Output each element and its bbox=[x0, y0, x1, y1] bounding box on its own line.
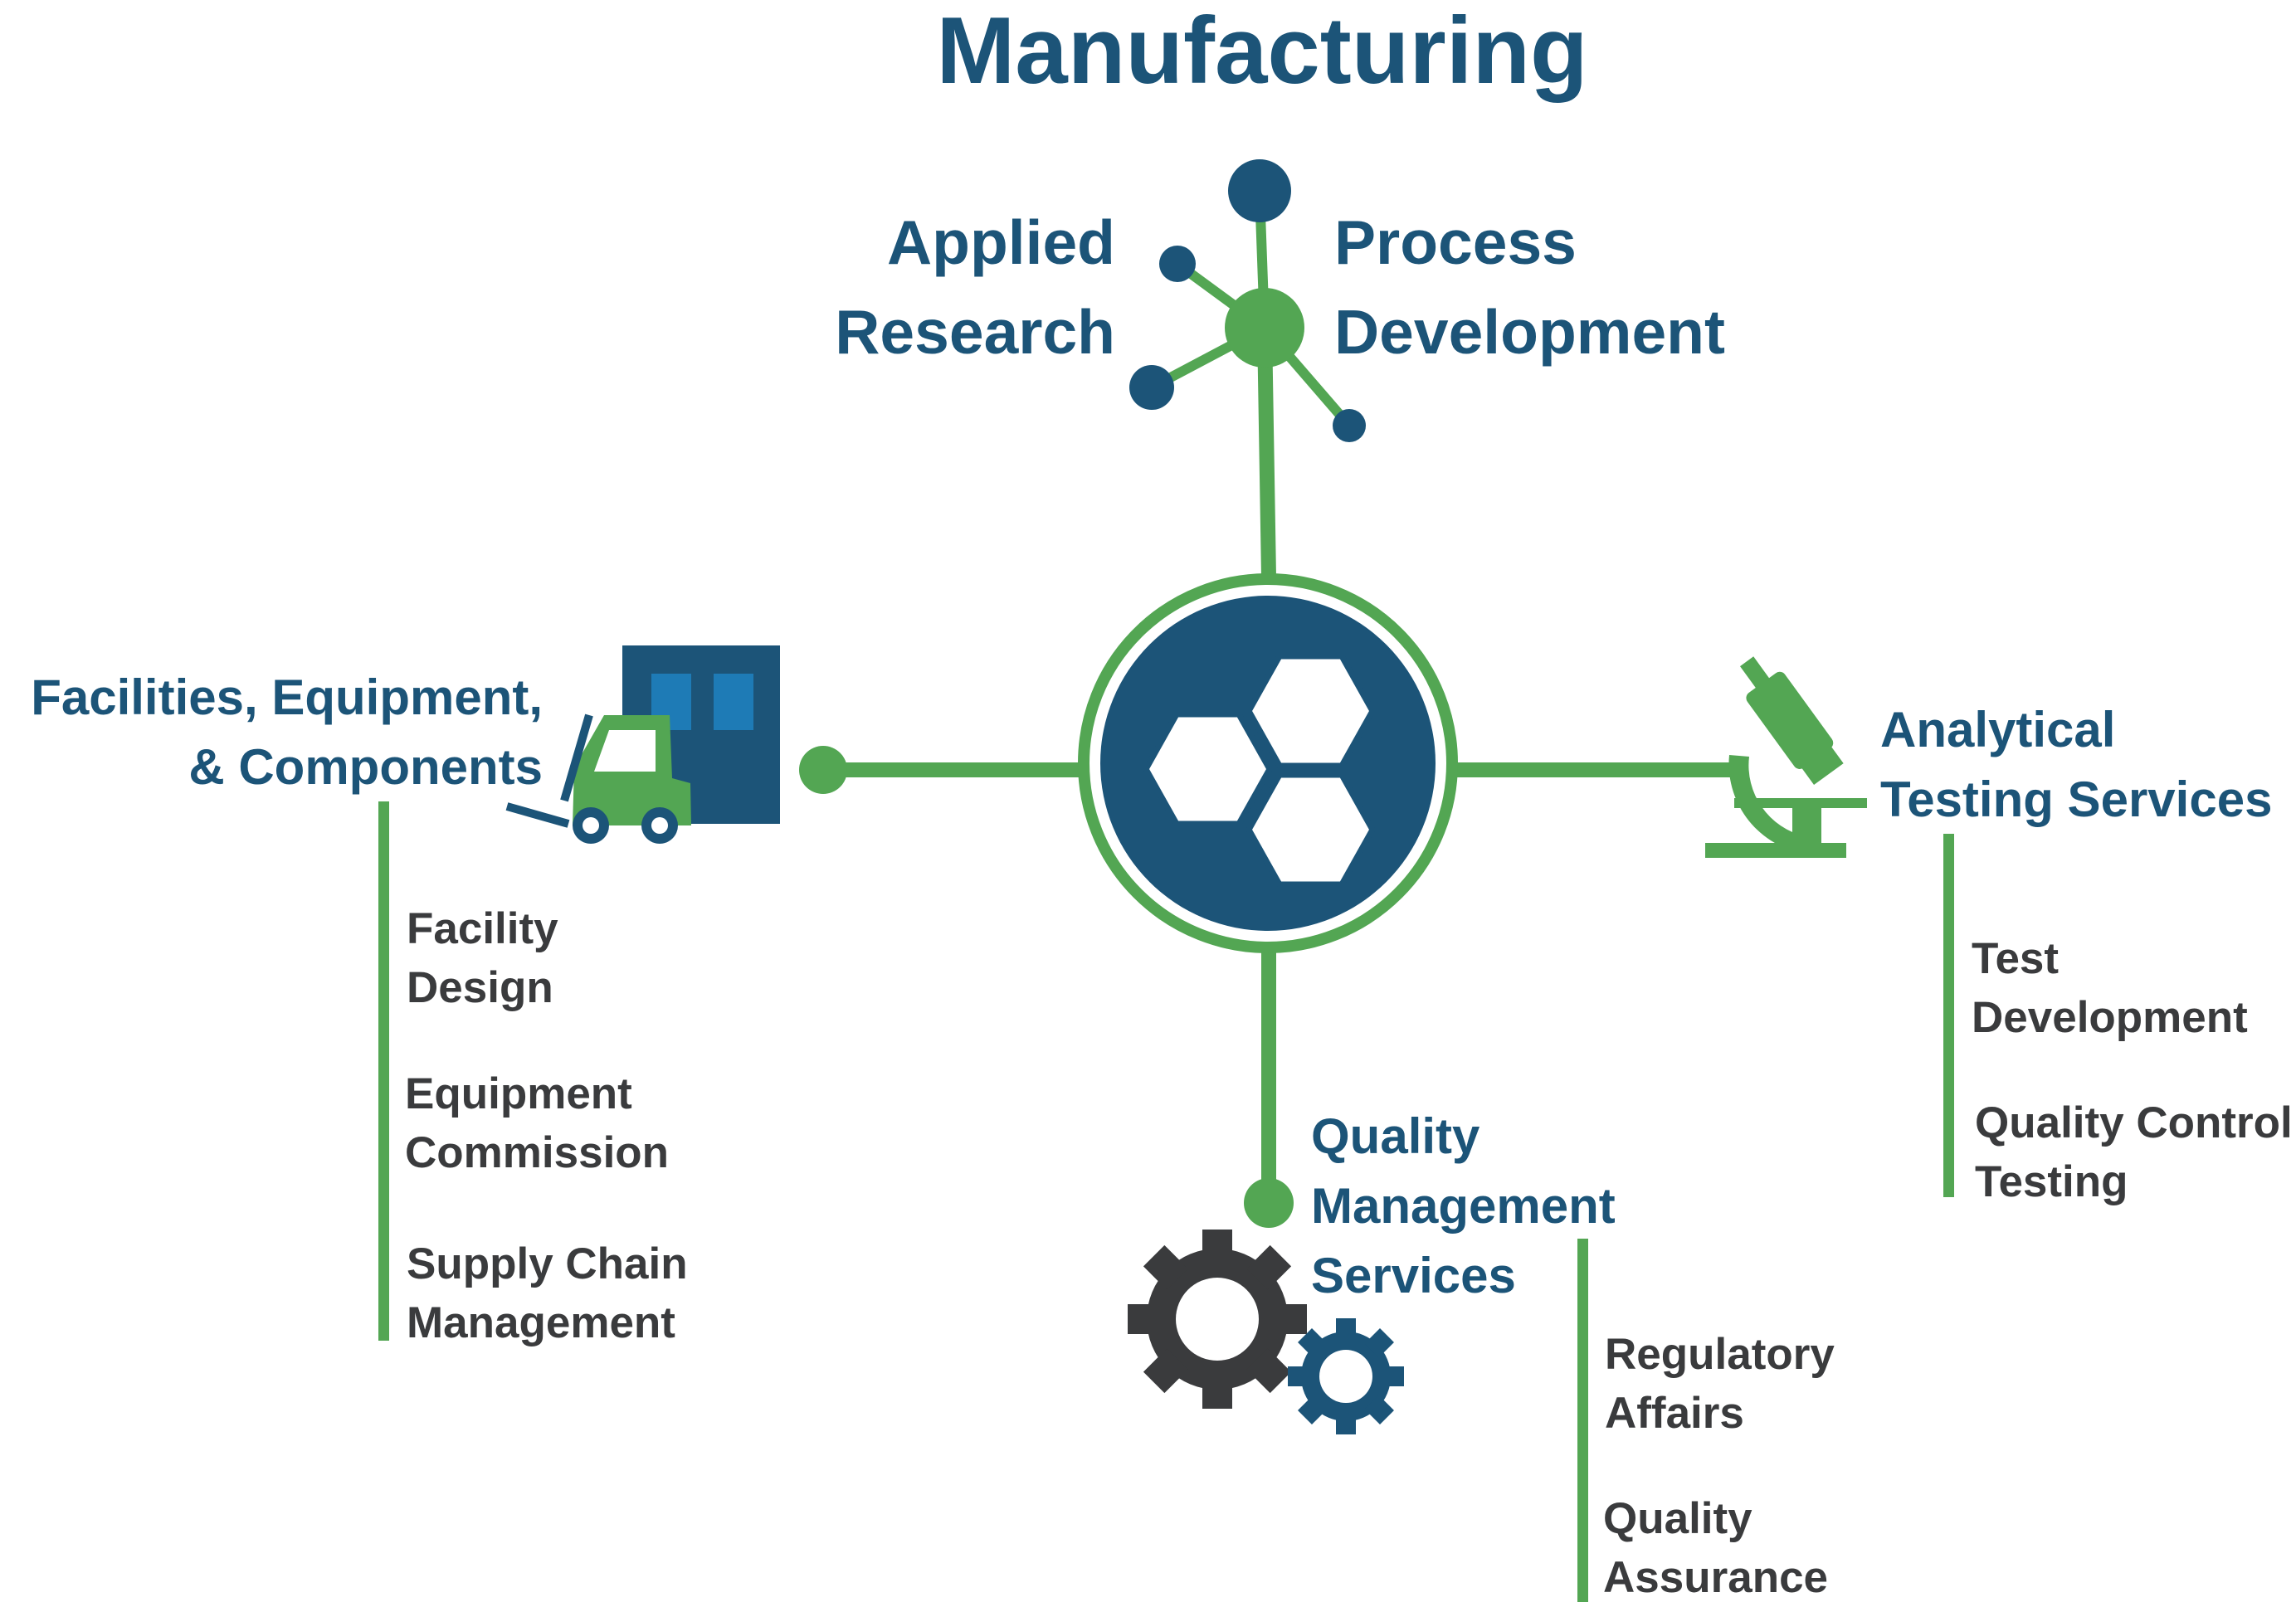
analytical-item-1: Test Development bbox=[1972, 929, 2248, 1047]
facilities-item-2-line1: Equipment bbox=[405, 1069, 632, 1118]
facilities-item-3: Supply Chain Management bbox=[407, 1234, 688, 1352]
connector-bottom-dot bbox=[1244, 1178, 1294, 1228]
facilities-item-1: Facility Design bbox=[407, 899, 558, 1017]
analytical-item-1-line1: Test bbox=[1972, 934, 2060, 983]
connector-lines bbox=[816, 320, 1742, 1210]
process-development-line2: Development bbox=[1334, 297, 1725, 367]
page-title: Manufacturing bbox=[936, 0, 1588, 104]
connector-left-dot bbox=[799, 746, 847, 794]
analytical-item-2-line2: Testing bbox=[1975, 1157, 2128, 1206]
analytical-item-2-line1: Quality Control bbox=[1975, 1098, 2293, 1147]
facilities-line2: & Components bbox=[188, 739, 543, 795]
facilities-item-2-line2: Commission bbox=[405, 1128, 670, 1177]
analytical-item-1-line2: Development bbox=[1972, 993, 2248, 1042]
applied-research-line1: Applied bbox=[887, 207, 1115, 277]
quality-item-1-line1: Regulatory bbox=[1605, 1330, 1835, 1379]
node-analytical: Analytical Testing Services bbox=[1880, 695, 2272, 835]
molecule-icon bbox=[1129, 159, 1366, 442]
process-development-line1: Process bbox=[1334, 207, 1577, 277]
quality-item-2-line1: Quality bbox=[1603, 1494, 1752, 1543]
facilities-item-3-line1: Supply Chain bbox=[407, 1239, 688, 1288]
quality-item-2-line2: Assurance bbox=[1603, 1553, 1829, 1602]
node-facilities: Facilities, Equipment, & Components bbox=[31, 663, 543, 802]
quality-line1: Quality bbox=[1311, 1108, 1480, 1164]
facilities-list-bar bbox=[378, 801, 389, 1341]
node-applied-research: Applied Research bbox=[835, 197, 1115, 377]
facilities-line1: Facilities, Equipment, bbox=[31, 670, 543, 725]
forklift-warehouse-icon bbox=[505, 645, 780, 844]
facilities-item-1-line2: Design bbox=[407, 963, 553, 1012]
gears-icon bbox=[1128, 1230, 1404, 1434]
facilities-item-2: Equipment Commission bbox=[405, 1064, 669, 1182]
analytical-list-bar bbox=[1943, 834, 1954, 1197]
node-process-development: Process Development bbox=[1334, 197, 1725, 377]
facilities-item-3-line2: Management bbox=[407, 1298, 675, 1347]
node-quality-management: Quality Management Services bbox=[1311, 1102, 1616, 1311]
analytical-line2: Testing Services bbox=[1880, 772, 2273, 827]
small-gear bbox=[1288, 1318, 1404, 1434]
facilities-item-1-line1: Facility bbox=[407, 904, 558, 953]
quality-line3: Services bbox=[1311, 1248, 1516, 1303]
microscope-icon bbox=[1705, 656, 1867, 858]
quality-item-1: Regulatory Affairs bbox=[1605, 1325, 1835, 1443]
quality-item-2: Quality Assurance bbox=[1603, 1489, 1828, 1607]
analytical-item-2: Quality Control Testing bbox=[1975, 1093, 2293, 1211]
analytical-line1: Analytical bbox=[1880, 702, 2116, 757]
quality-line2: Management bbox=[1311, 1178, 1616, 1234]
hub-emblem bbox=[1078, 573, 1458, 953]
quality-item-1-line2: Affairs bbox=[1605, 1389, 1744, 1438]
applied-research-line2: Research bbox=[835, 297, 1115, 367]
connector-top bbox=[1257, 320, 1276, 584]
hexagon-cluster-icon bbox=[1142, 653, 1377, 888]
quality-list-bar bbox=[1577, 1239, 1588, 1602]
large-gear bbox=[1128, 1230, 1307, 1409]
